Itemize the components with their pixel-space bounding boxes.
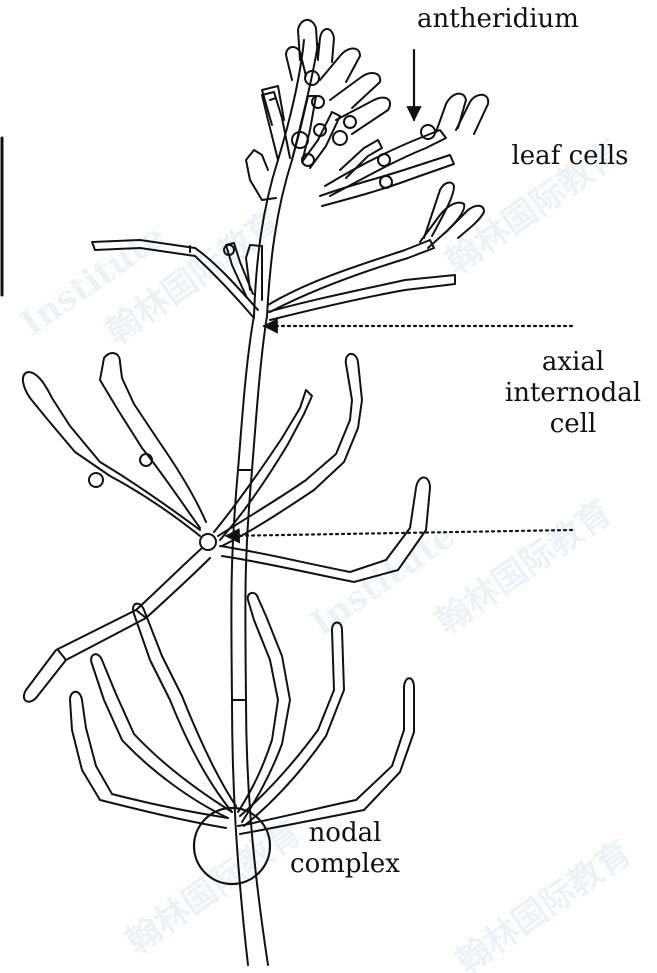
- nodal-complex-label: nodal complex: [270, 818, 420, 880]
- leaf-cells-label: leaf cells: [490, 141, 650, 172]
- axial-label-line2: internodal: [488, 378, 657, 409]
- middle-whorl: [23, 353, 430, 702]
- arrows: [226, 50, 572, 536]
- upper-whorl: [92, 183, 484, 320]
- antheridium-label: antheridium: [398, 4, 598, 35]
- nodal-complex-outline: [194, 808, 270, 884]
- axial-label-line3: cell: [488, 409, 657, 440]
- axial-internodal-cell-label: axial internodal cell: [488, 347, 657, 440]
- nodal-label-line1: nodal: [270, 818, 420, 849]
- apical-cluster: [246, 20, 488, 206]
- lower-node-arrow: [226, 530, 572, 536]
- nodal-label-line2: complex: [270, 849, 420, 880]
- axial-label-line1: axial: [488, 347, 657, 378]
